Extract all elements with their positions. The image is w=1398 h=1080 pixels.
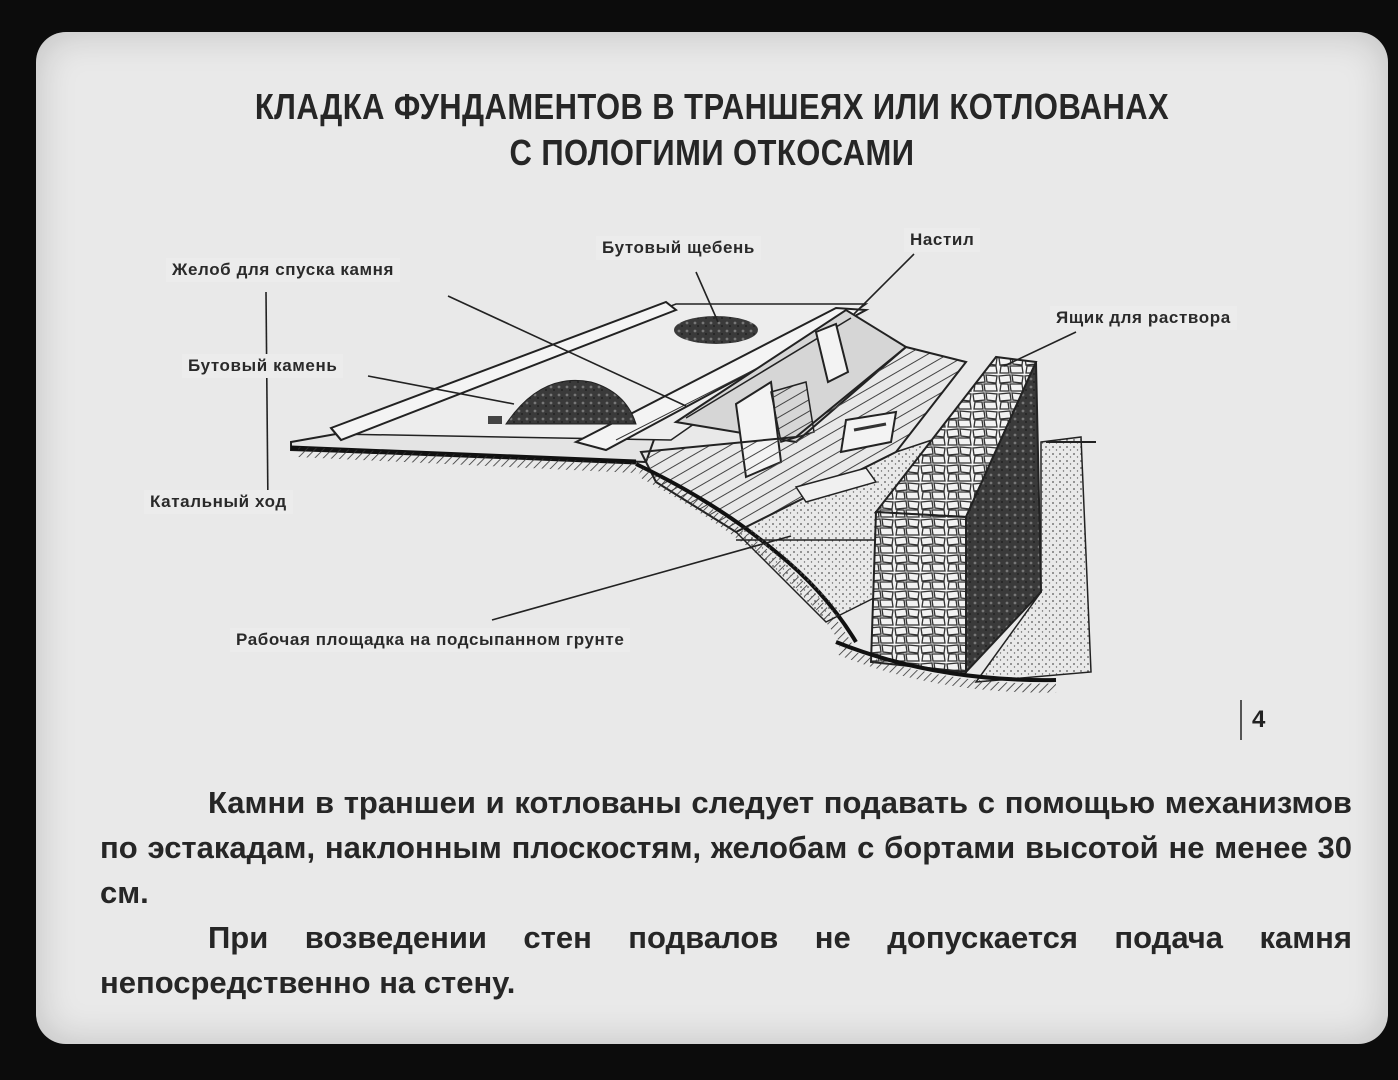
leader-mortar-box xyxy=(1003,331,1077,367)
label-decking: Настил xyxy=(904,228,981,252)
ground-left xyxy=(290,433,658,473)
label-rubble-gravel: Бутовый щебень xyxy=(596,236,761,260)
title-line-2: С ПОЛОГИМИ ОТКОСАМИ xyxy=(509,132,915,173)
ground-right xyxy=(835,436,1096,693)
ground-top-plane xyxy=(335,303,869,441)
leader-platform xyxy=(491,535,792,621)
slide-frame: КЛАДКА ФУНДАМЕНТОВ В ТРАНШЕЯХ ИЛИ КОТЛОВ… xyxy=(36,32,1388,1044)
mortar-box-drawing xyxy=(839,410,898,454)
leader-gravel xyxy=(695,271,719,323)
stone-wall xyxy=(869,355,1043,675)
rubble-gravel-pile xyxy=(674,316,758,344)
label-mortar-box: Ящик для раствора xyxy=(1050,306,1237,330)
label-chute: Желоб для спуска камня xyxy=(166,258,401,282)
leader-chute xyxy=(447,295,687,407)
label-work-platform: Рабочая площадка на подсыпанном грунте xyxy=(230,628,631,652)
body-text: Камни в траншеи и котлованы следует пода… xyxy=(100,780,1352,1005)
rubble-stone-pile xyxy=(488,379,637,425)
title-line-1: КЛАДКА ФУНДАМЕНТОВ В ТРАНШЕЯХ ИЛИ КОТЛОВ… xyxy=(254,86,1170,127)
leader-runway xyxy=(265,291,269,511)
leader-lines xyxy=(265,253,1077,621)
page-number: 4 xyxy=(1240,700,1292,740)
foundation-diagram xyxy=(265,253,1096,693)
label-runway: Катальный ход xyxy=(144,490,293,514)
leader-decking xyxy=(853,253,915,315)
paragraph-1: Камни в траншеи и котлованы следует пода… xyxy=(100,785,1352,910)
label-rubble-stone: Бутовый камень xyxy=(182,354,344,378)
leader-rubble-stone xyxy=(367,375,515,405)
paragraph-2: При возведении стен подвалов не допускае… xyxy=(100,920,1352,1000)
slide-title: КЛАДКА ФУНДАМЕНТОВ В ТРАНШЕЯХ ИЛИ КОТЛОВ… xyxy=(131,84,1294,176)
